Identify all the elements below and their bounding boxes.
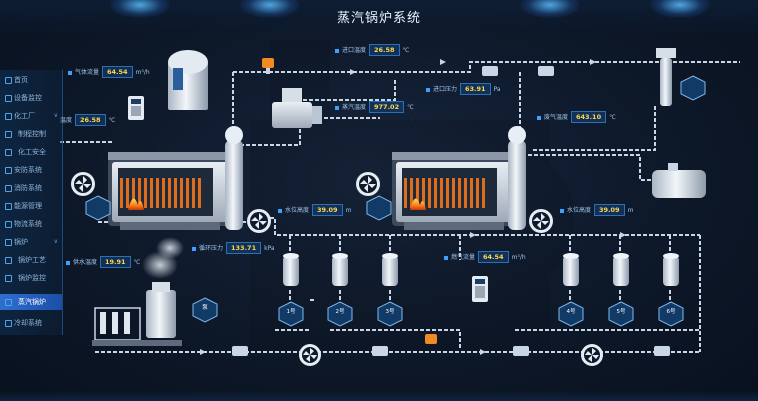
security-icon xyxy=(5,167,12,174)
filter-unit[interactable] xyxy=(563,253,579,286)
sidebar-item-device-monitor[interactable]: 设备监控 xyxy=(0,90,62,106)
tag-label-3: 3号 xyxy=(385,309,395,315)
sidebar-item-cooling[interactable]: 冷却系统 xyxy=(0,315,62,331)
header-light xyxy=(650,0,710,18)
steam-drum[interactable] xyxy=(652,163,706,198)
energy-icon xyxy=(5,203,12,210)
logistics-icon xyxy=(5,221,12,228)
blower-fan[interactable] xyxy=(71,172,95,196)
indicator-icon xyxy=(66,260,70,265)
tag-label-6: 6号 xyxy=(666,309,676,315)
blower-fan[interactable] xyxy=(529,209,553,233)
process-icon xyxy=(5,131,12,138)
water-treatment-unit[interactable] xyxy=(92,237,184,346)
pipe-valve[interactable] xyxy=(232,346,248,356)
level-sensor[interactable] xyxy=(656,48,676,106)
indicator-icon xyxy=(335,105,339,110)
sidebar-item-energy[interactable]: 能源管理 xyxy=(0,198,62,214)
cooling-icon xyxy=(5,320,12,327)
sidebar-item-steam-boiler[interactable]: 蒸汽锅炉 xyxy=(0,294,62,310)
boiler-2[interactable] xyxy=(392,126,526,230)
indicator-icon xyxy=(278,208,282,213)
heat-exchanger[interactable] xyxy=(272,88,322,128)
filter-unit[interactable] xyxy=(332,253,348,286)
sidebar-item-boiler-monitor[interactable]: 锅炉监控 xyxy=(0,270,62,286)
chevron-down-icon: ∨ xyxy=(53,238,58,245)
blower-fan[interactable] xyxy=(581,344,603,366)
tag-label-4: 4号 xyxy=(566,309,576,315)
indicator-icon xyxy=(192,246,196,251)
steam-icon xyxy=(5,299,12,306)
tag-label-5: 5号 xyxy=(616,309,626,315)
indicator-icon xyxy=(426,87,430,92)
tag-label-1: 1号 xyxy=(286,309,296,315)
sidebar-item-fire[interactable]: 消防系统 xyxy=(0,180,62,196)
sidebar-item-process-control[interactable]: 制程控制 xyxy=(0,126,62,142)
tag-label-pump: 泵 xyxy=(202,305,208,311)
craft-icon xyxy=(5,257,12,264)
fire-icon xyxy=(5,185,12,192)
sidebar-item-boiler[interactable]: 锅炉∨ xyxy=(0,234,62,250)
flow-arrows xyxy=(200,59,626,355)
factory-icon xyxy=(5,113,12,120)
blower-fan[interactable] xyxy=(247,209,271,233)
water-tank[interactable] xyxy=(168,50,208,110)
safety-icon xyxy=(5,149,12,156)
boiler-1[interactable] xyxy=(108,126,243,230)
monitor-icon xyxy=(5,95,12,102)
control-panel-device[interactable] xyxy=(128,96,144,120)
pressure-valve[interactable] xyxy=(425,334,437,344)
home-icon xyxy=(5,77,12,84)
filter-unit[interactable] xyxy=(663,253,679,286)
header-light xyxy=(520,0,580,18)
pipe-valve[interactable] xyxy=(654,346,670,356)
sidebar-item-security[interactable]: 安防系统 xyxy=(0,162,62,178)
pressure-valve[interactable] xyxy=(262,58,274,74)
filter-unit[interactable] xyxy=(283,253,299,286)
pipe-valve[interactable] xyxy=(538,66,554,76)
indicator-icon xyxy=(444,255,448,260)
page-title: 蒸汽锅炉系统 xyxy=(336,11,421,26)
chevron-down-icon: ∨ xyxy=(53,112,58,119)
boiler-monitor-icon xyxy=(5,275,12,282)
indicator-icon xyxy=(68,70,72,75)
indicator-icon xyxy=(560,208,564,213)
pipe-valve[interactable] xyxy=(513,346,529,356)
footer-bar xyxy=(0,391,758,401)
pipe-valve[interactable] xyxy=(372,346,388,356)
header-light xyxy=(110,0,170,18)
sidebar-item-chemical-plant[interactable]: 化工厂∨ xyxy=(0,108,62,124)
boiler-icon xyxy=(5,239,12,246)
blower-fan[interactable] xyxy=(356,172,380,196)
filter-unit[interactable] xyxy=(613,253,629,286)
sidebar-item-home[interactable]: 首页 xyxy=(0,72,62,88)
control-panel-device[interactable] xyxy=(472,276,488,302)
sidebar-item-boiler-craft[interactable]: 锅炉工艺 xyxy=(0,252,62,268)
sidebar-item-chemical-safety[interactable]: 化工安全 xyxy=(0,144,62,160)
pipe-valve[interactable] xyxy=(482,66,498,76)
sidebar: 首页 设备监控 化工厂∨ 制程控制 化工安全 安防系统 消防系统 能源管理 物流… xyxy=(0,70,63,335)
filter-unit[interactable] xyxy=(382,253,398,286)
blower-fan[interactable] xyxy=(299,344,321,366)
sidebar-item-logistics[interactable]: 物流系统 xyxy=(0,216,62,232)
header-light xyxy=(240,0,300,18)
indicator-icon xyxy=(537,115,541,120)
indicator-icon xyxy=(335,48,339,53)
tag-label-2: 2号 xyxy=(335,309,345,315)
